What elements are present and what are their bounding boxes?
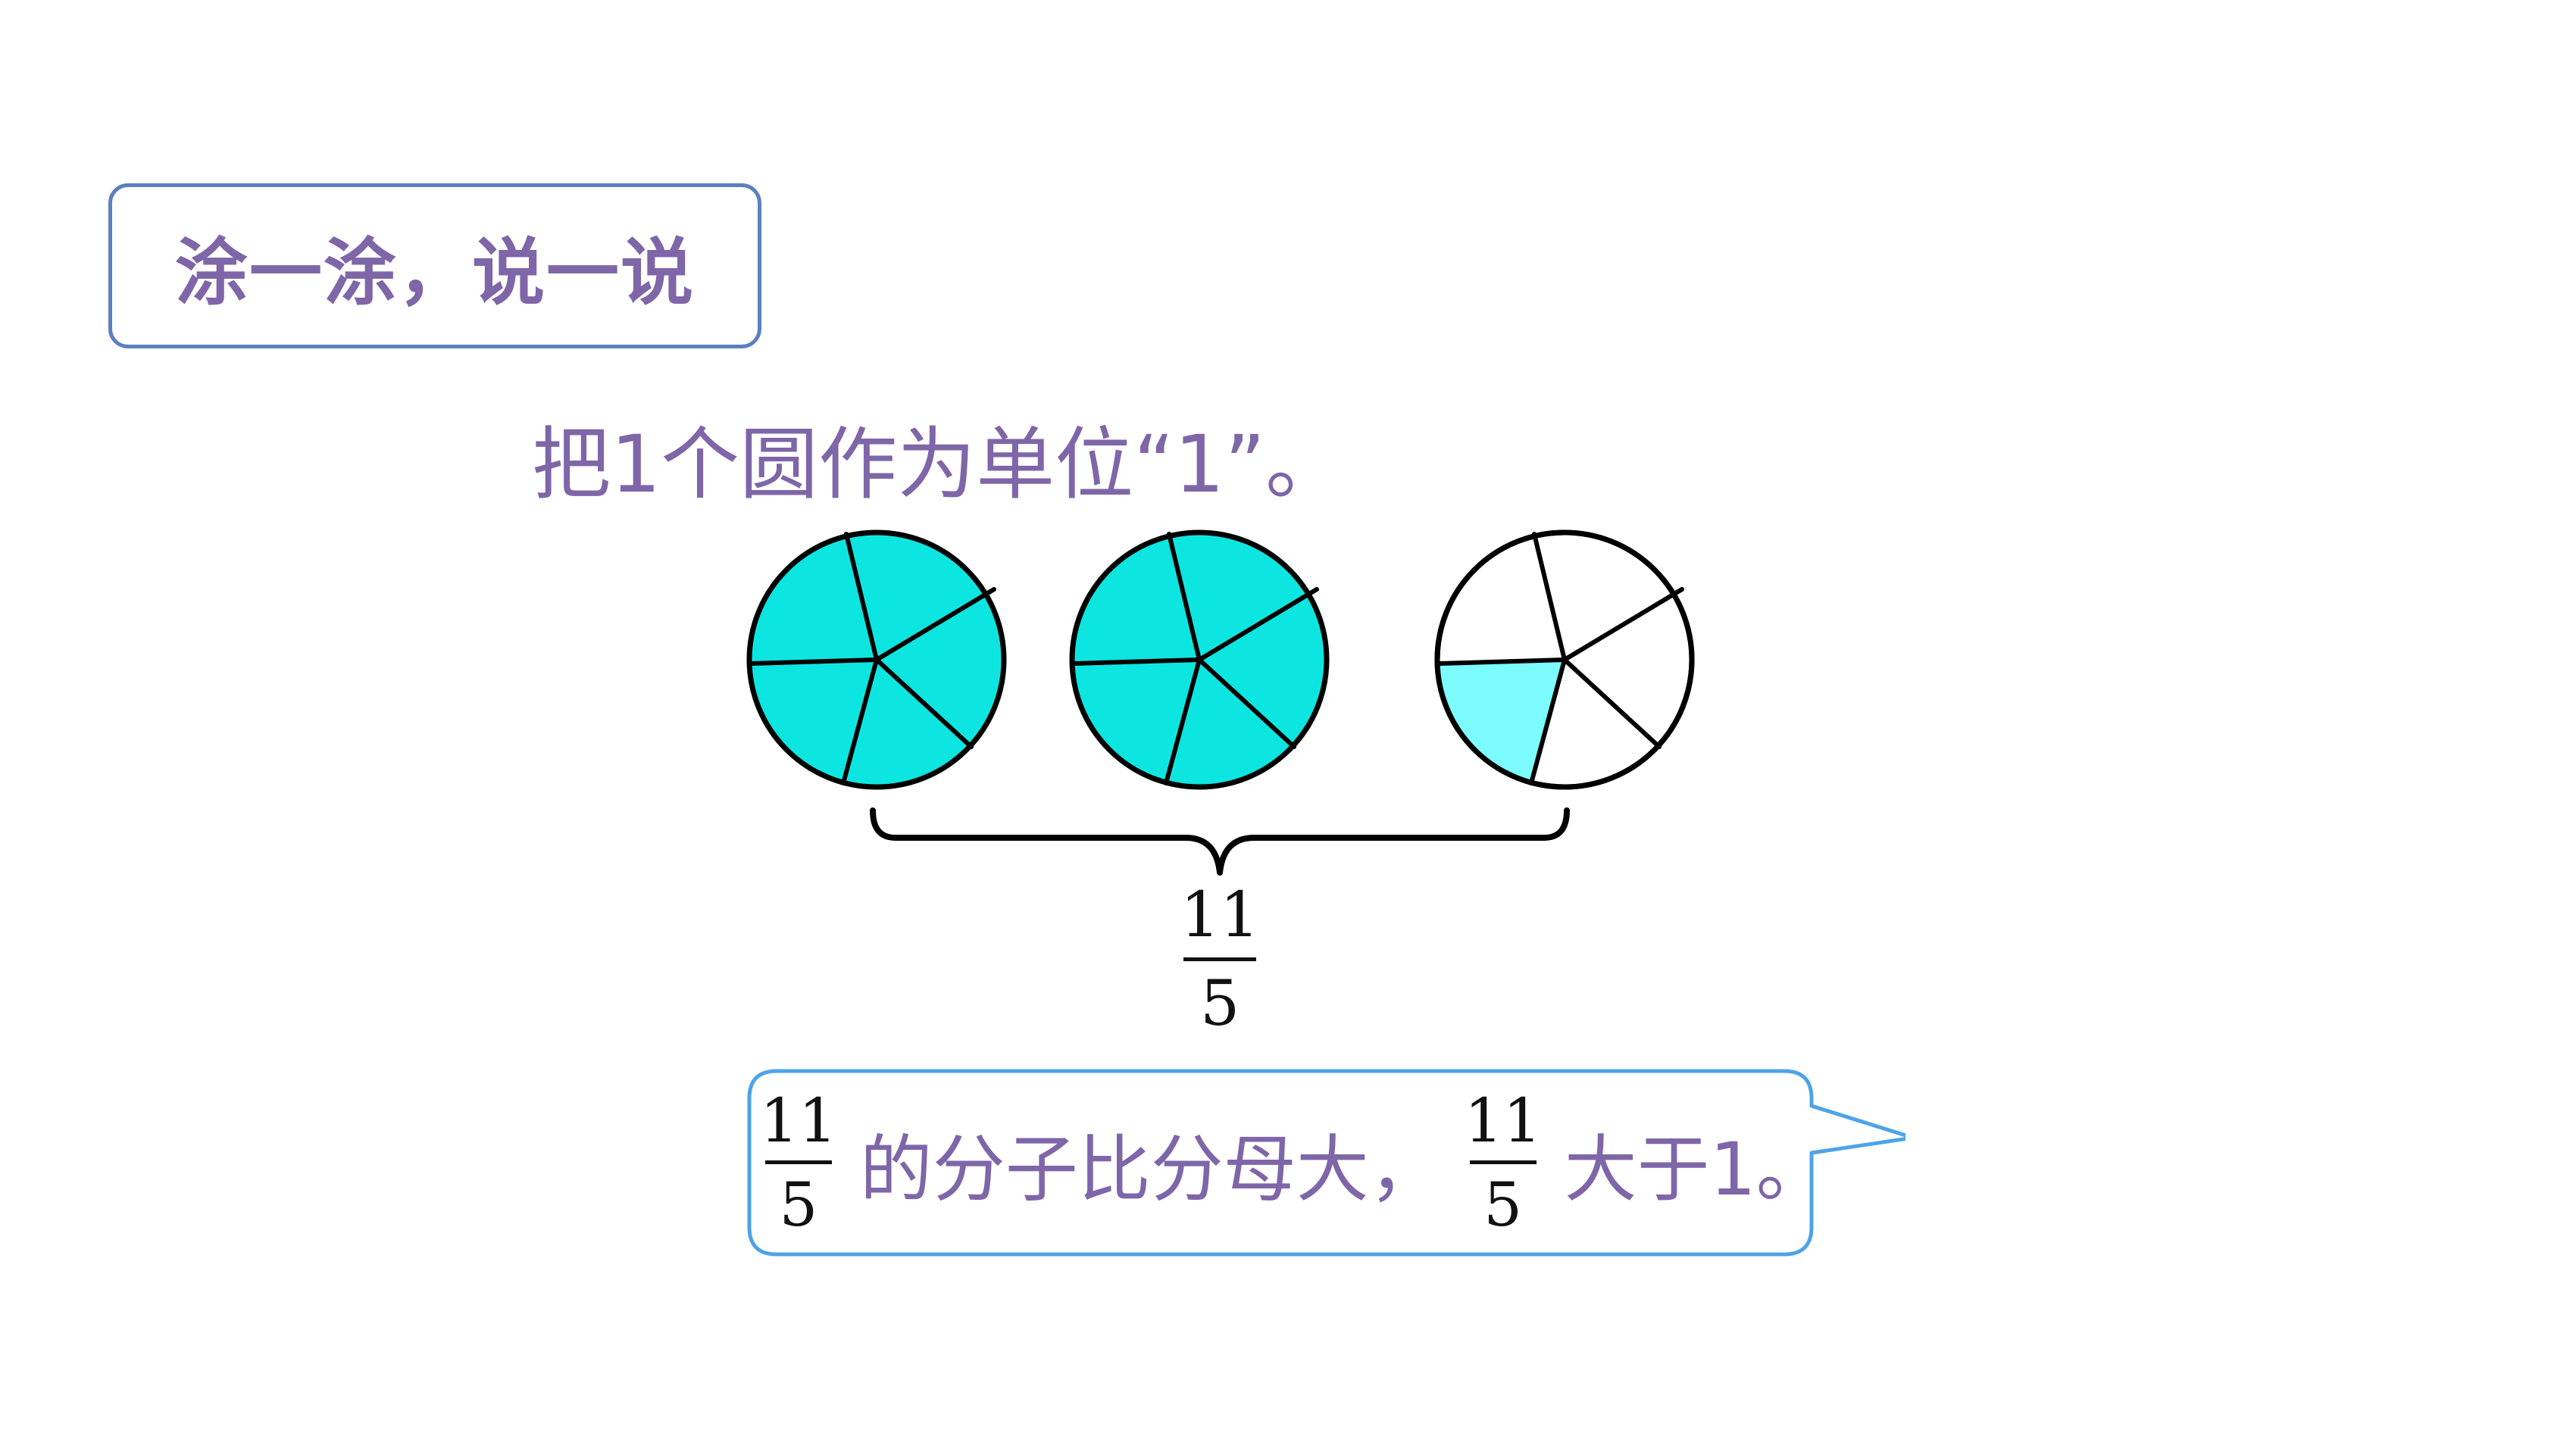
bubble-fraction-1-denominator: 5 (779, 1169, 818, 1240)
instruction-text: 把1个圆作为单位“1”。 (532, 418, 1345, 511)
circle-1-divisions (749, 532, 996, 785)
activity-title-box: 涂一涂，说一说 (108, 183, 761, 348)
grouping-brace (870, 807, 1570, 876)
fraction-circle-3 (1434, 529, 1695, 790)
circle-2-divisions (1071, 532, 1319, 785)
bubble-fraction-1: 11 5 (760, 1085, 837, 1240)
bubble-fraction-1-numerator: 11 (760, 1085, 837, 1156)
total-fraction-denominator: 5 (1200, 968, 1240, 1040)
bubble-fraction-2-bar (1469, 1160, 1537, 1164)
speech-bubble-outline (747, 1069, 1905, 1257)
speech-bubble-content: 11 5 的分子比分母大， 11 5 大于1。 (760, 1068, 1829, 1257)
bubble-fraction-2-numerator: 11 (1464, 1085, 1542, 1156)
circle-3-shaded-part (1439, 660, 1565, 783)
fraction-circle-1 (746, 529, 1007, 790)
speech-bubble: 11 5 的分子比分母大， 11 5 大于1。 (746, 1068, 1905, 1257)
bubble-text-2: 大于1。 (1564, 1126, 1829, 1212)
bubble-fraction-2: 11 5 (1464, 1085, 1542, 1240)
total-fraction-numerator: 11 (1180, 879, 1260, 951)
activity-title: 涂一涂，说一说 (175, 230, 695, 315)
total-fraction: 11 5 (1180, 885, 1259, 1035)
bubble-fraction-1-bar (764, 1160, 832, 1164)
bubble-text-1: 的分子比分母大， (859, 1126, 1442, 1212)
total-fraction-bar (1183, 957, 1257, 961)
circle-3-divisions (1436, 532, 1684, 785)
bubble-fraction-2-denominator: 5 (1483, 1169, 1523, 1240)
fraction-circle-2 (1069, 529, 1330, 790)
